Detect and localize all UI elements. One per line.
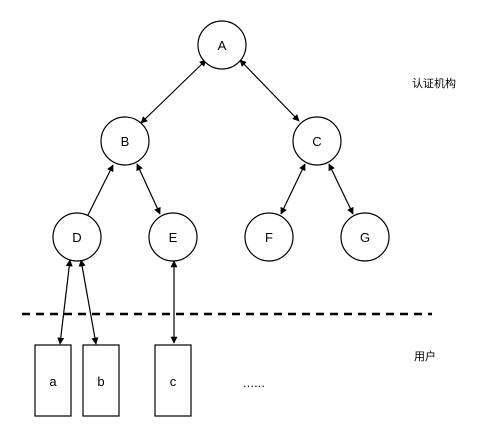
edge-c-f <box>280 163 306 215</box>
node-b: B <box>100 116 150 166</box>
svg-text:B: B <box>121 134 130 149</box>
svg-text:A: A <box>218 38 227 53</box>
node-f: F <box>244 212 294 262</box>
edge-b-e <box>136 163 161 215</box>
user-box-a: a <box>34 344 72 417</box>
node-a: A <box>197 20 247 70</box>
node-e: E <box>148 212 198 262</box>
edges-layer <box>57 59 354 345</box>
svg-text:a: a <box>49 374 57 389</box>
svg-text:F: F <box>265 230 273 245</box>
edge-a-b <box>140 59 207 124</box>
edge-d-a <box>57 259 73 345</box>
svg-text:c: c <box>170 374 177 389</box>
node-g: G <box>340 212 390 262</box>
node-c: C <box>292 116 342 166</box>
node-d: D <box>52 212 102 262</box>
ellipsis-label: …… <box>243 377 265 390</box>
edge-a-c <box>239 59 300 122</box>
user-box-c: c <box>154 344 192 417</box>
edge-c-g <box>328 163 354 215</box>
svg-text:G: G <box>360 230 370 245</box>
svg-text:D: D <box>72 230 81 245</box>
svg-text:C: C <box>312 134 321 149</box>
authority-label: 认证机构 <box>412 76 456 90</box>
edge-d-b <box>87 164 114 216</box>
edge-d-b-user <box>78 259 99 345</box>
user-box-b: b <box>82 344 120 417</box>
svg-text:E: E <box>169 230 178 245</box>
users-label: 用户 <box>414 349 436 363</box>
svg-text:b: b <box>97 374 104 389</box>
